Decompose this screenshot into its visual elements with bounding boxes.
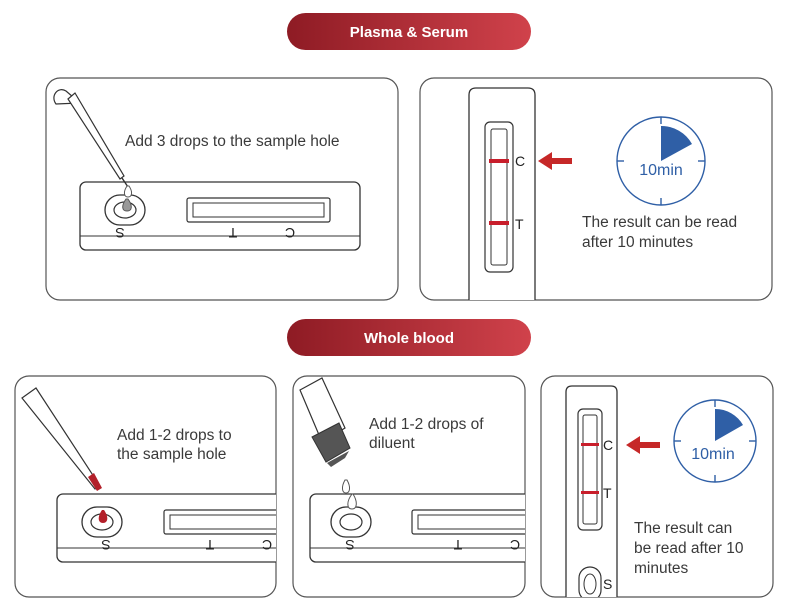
control-line <box>581 443 599 446</box>
section-title: Whole blood <box>364 330 454 347</box>
sample-label: S <box>101 537 110 553</box>
timer-label: 10min <box>691 446 735 463</box>
control-line <box>489 159 509 163</box>
panel-plasma-add-sample: S T C Add 3 drops to the sample hole <box>45 77 399 301</box>
test-cassette-vertical: C T <box>468 87 536 300</box>
panel-blood-add-diluent: S T C Add 1-2 drops of diluent <box>292 375 526 598</box>
test-label: T <box>453 537 462 553</box>
control-label: C <box>285 225 295 241</box>
arrow-left-icon <box>626 436 660 454</box>
result-caption-line1: The result can be read <box>582 214 737 231</box>
control-label: C <box>603 437 613 453</box>
drop-icon <box>122 185 132 212</box>
arrow-left-icon <box>538 152 572 170</box>
result-caption-line2: be read after 10 <box>634 540 744 557</box>
step-instruction-line2: diluent <box>369 435 415 452</box>
panel-blood-read-result: C T S 10min The result ca <box>540 375 774 598</box>
section-title: Plasma & Serum <box>350 24 468 41</box>
test-line <box>489 221 509 225</box>
test-cassette: S T C <box>56 493 276 563</box>
result-caption-line1: The result can <box>634 520 732 537</box>
result-caption-line3: minutes <box>634 560 689 577</box>
test-line <box>581 491 599 494</box>
control-label: C <box>515 153 525 169</box>
timer-icon: 10min <box>616 116 706 206</box>
section-header-plasma-serum: Plasma & Serum <box>287 13 531 50</box>
panel-plasma-read-result: C T 10min The result can be read after 1… <box>419 77 773 301</box>
panel-blood-add-sample: S T C Add 1-2 drops to the sample hole <box>14 375 277 598</box>
drop-icon <box>342 479 357 510</box>
test-label: T <box>205 537 214 553</box>
sample-label: S <box>603 576 612 592</box>
test-cassette-vertical: C T S <box>565 385 618 597</box>
test-label: T <box>603 485 612 501</box>
timer-icon: 10min <box>673 399 757 483</box>
test-cassette: S T C <box>309 493 525 563</box>
dropper-icon <box>21 387 102 491</box>
section-header-whole-blood: Whole blood <box>287 319 531 356</box>
sample-label: S <box>345 537 354 553</box>
sample-label: S <box>115 225 124 241</box>
timer-label: 10min <box>639 162 683 179</box>
step-instruction-line2: the sample hole <box>117 446 226 463</box>
control-label: C <box>262 537 272 553</box>
control-label: C <box>510 537 520 553</box>
diluent-bottle-icon <box>299 377 351 467</box>
blood-drop-icon <box>98 510 108 523</box>
step-instruction-line1: Add 1-2 drops to <box>117 427 232 444</box>
test-label: T <box>228 225 237 241</box>
step-instruction-line1: Add 1-2 drops of <box>369 416 484 433</box>
test-cassette: S T C <box>79 181 361 251</box>
test-label: T <box>515 216 524 232</box>
step-instruction: Add 3 drops to the sample hole <box>125 133 340 150</box>
result-caption-line2: after 10 minutes <box>582 234 693 251</box>
